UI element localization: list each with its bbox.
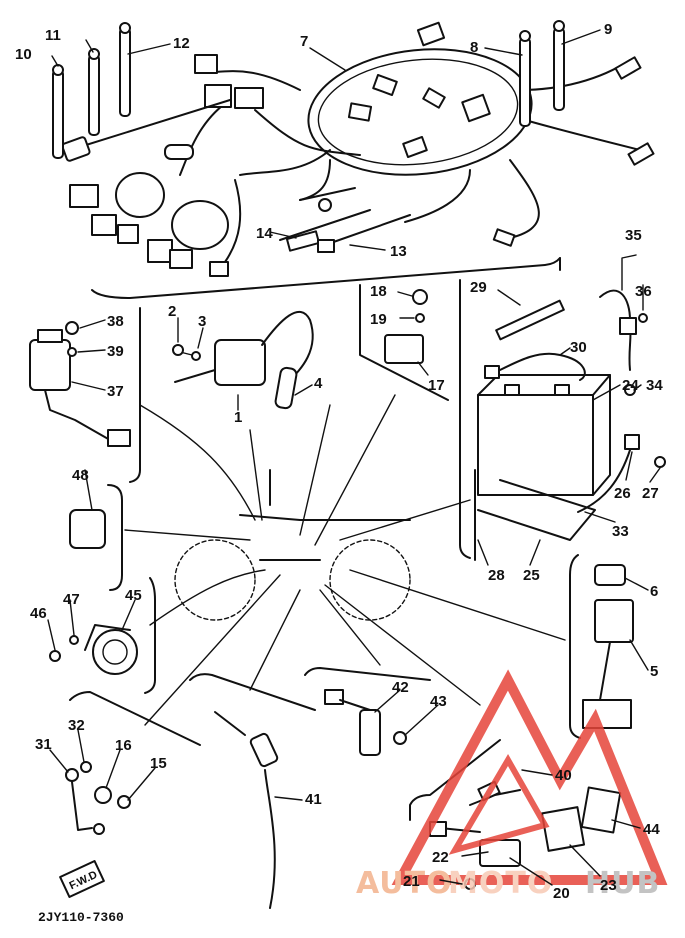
callout-11: 11 bbox=[45, 27, 61, 44]
watermark: AUTO MOTO HUB bbox=[356, 669, 668, 901]
callout-34: 34 bbox=[646, 377, 663, 394]
watermark-auto: AUTO bbox=[356, 866, 453, 901]
callout-28: 28 bbox=[488, 567, 505, 584]
speed-sensor-lead bbox=[189, 673, 316, 909]
callout-29: 29 bbox=[470, 279, 487, 296]
relay-48 bbox=[69, 509, 106, 549]
callout-16: 16 bbox=[115, 737, 132, 754]
battery-group bbox=[459, 279, 666, 561]
rear-brake-switch bbox=[304, 667, 431, 756]
callout-15: 15 bbox=[150, 755, 167, 772]
callout-5: 5 bbox=[650, 663, 658, 680]
callout-42: 42 bbox=[392, 679, 409, 696]
callout-20: 20 bbox=[553, 885, 570, 902]
callout-41: 41 bbox=[305, 791, 322, 808]
callout-9: 9 bbox=[604, 21, 612, 38]
callout-48: 48 bbox=[72, 467, 89, 484]
callout-numbers: 10 11 12 7 8 9 14 13 38 39 37 2 3 1 4 18… bbox=[15, 21, 663, 902]
callout-1: 1 bbox=[234, 409, 242, 426]
callout-21: 21 bbox=[403, 873, 420, 890]
callout-10: 10 bbox=[15, 46, 32, 63]
callout-12: 12 bbox=[173, 35, 190, 52]
callout-26: 26 bbox=[614, 485, 631, 502]
callout-30: 30 bbox=[570, 339, 587, 356]
callout-33: 33 bbox=[612, 523, 629, 540]
horn bbox=[49, 577, 156, 694]
callout-35: 35 bbox=[625, 227, 642, 244]
callout-44: 44 bbox=[643, 821, 660, 838]
callout-23: 23 bbox=[600, 877, 617, 894]
callout-13: 13 bbox=[390, 243, 407, 260]
callout-47: 47 bbox=[63, 591, 80, 608]
watermark-hub: HUB bbox=[585, 866, 660, 901]
callout-8: 8 bbox=[470, 39, 478, 56]
callout-6: 6 bbox=[650, 583, 658, 600]
watermark-moto: MOTO bbox=[448, 866, 553, 901]
rectifier bbox=[384, 289, 428, 364]
callout-27: 27 bbox=[642, 485, 659, 502]
callout-38: 38 bbox=[107, 313, 124, 330]
callout-39: 39 bbox=[107, 343, 124, 360]
callout-25: 25 bbox=[523, 567, 540, 584]
frame-outline bbox=[124, 394, 566, 726]
wire-harness-assembly bbox=[61, 21, 655, 277]
callout-22: 22 bbox=[432, 849, 449, 866]
callout-2: 2 bbox=[168, 303, 176, 320]
callout-45: 45 bbox=[125, 587, 142, 604]
callout-leaders bbox=[47, 29, 661, 886]
callout-17: 17 bbox=[428, 377, 445, 394]
battery-cables bbox=[52, 20, 565, 159]
callout-36: 36 bbox=[635, 283, 652, 300]
neutral-switch-group bbox=[59, 691, 201, 898]
callout-7: 7 bbox=[300, 33, 308, 50]
callout-37: 37 bbox=[107, 383, 124, 400]
starter-relay bbox=[29, 321, 131, 447]
cdi-unit bbox=[569, 554, 634, 739]
callout-3: 3 bbox=[198, 313, 206, 330]
callout-18: 18 bbox=[370, 283, 387, 300]
callout-31: 31 bbox=[35, 736, 52, 753]
callout-19: 19 bbox=[370, 311, 387, 328]
callout-40: 40 bbox=[555, 767, 572, 784]
callout-46: 46 bbox=[30, 605, 47, 622]
callout-43: 43 bbox=[430, 693, 447, 710]
callout-4: 4 bbox=[314, 375, 323, 392]
callout-24: 24 bbox=[622, 377, 639, 394]
ignition-coil bbox=[172, 310, 314, 410]
drawing-code: 2JY110-7360 bbox=[38, 910, 124, 925]
callout-14: 14 bbox=[256, 225, 273, 242]
callout-32: 32 bbox=[68, 717, 85, 734]
